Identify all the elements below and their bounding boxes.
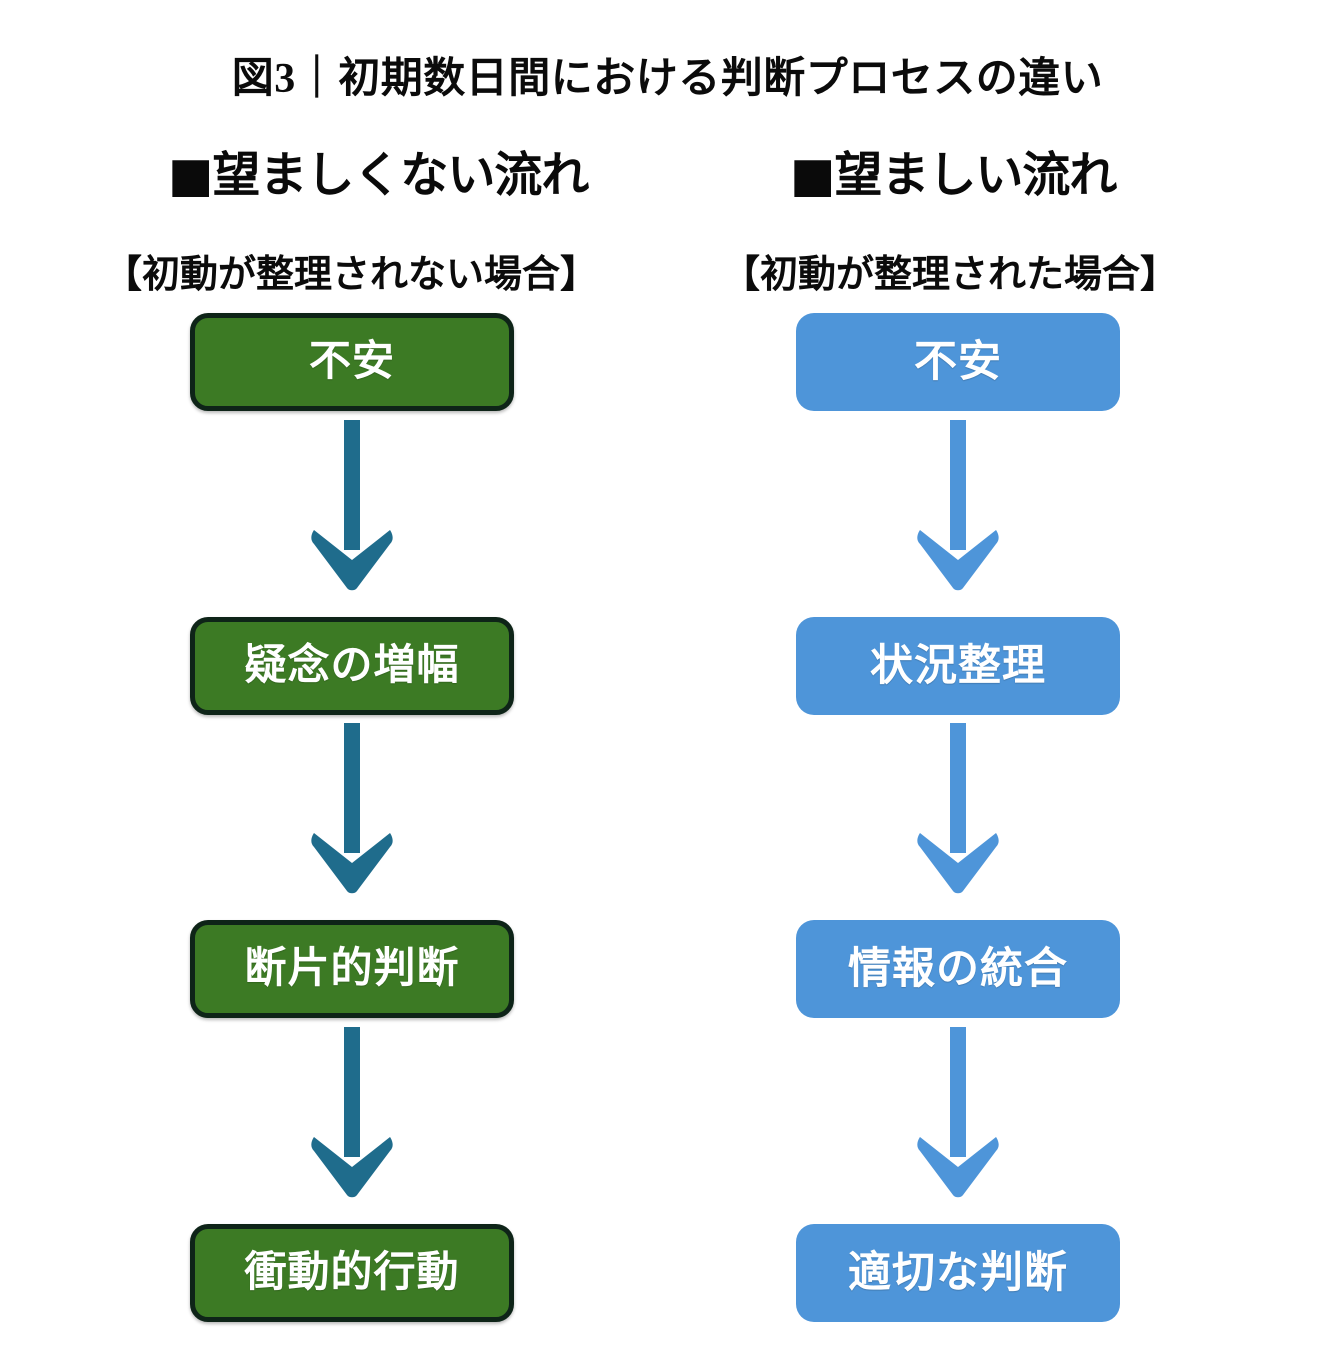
flow-node-label: 不安 bbox=[914, 338, 1002, 386]
flow-node-label: 断片的判断 bbox=[244, 946, 460, 992]
flow-node-desirable-4: 適切な判断 bbox=[796, 1224, 1120, 1322]
down-arrow-icon bbox=[917, 723, 999, 894]
flow-node-label: 疑念の増幅 bbox=[244, 643, 460, 689]
figure-title: 図3｜初期数日間における判断プロセスの違い bbox=[231, 56, 1104, 102]
down-arrow-icon bbox=[311, 723, 393, 894]
flow-node-label: 適切な判断 bbox=[848, 1249, 1068, 1297]
column-header-desirable: ■望ましい流れ bbox=[790, 147, 1117, 203]
flow-node-desirable-2: 状況整理 bbox=[796, 617, 1120, 715]
flow-node-undesirable-4: 衝動的行動 bbox=[190, 1224, 514, 1322]
column-subtitle-undesirable: 【初動が整理されない場合】 bbox=[104, 254, 599, 296]
flow-node-undesirable-3: 断片的判断 bbox=[190, 920, 514, 1018]
flow-node-desirable-1: 不安 bbox=[796, 313, 1120, 411]
flow-node-label: 状況整理 bbox=[870, 642, 1046, 690]
down-arrow-icon bbox=[917, 1027, 999, 1198]
column-header-undesirable: ■望ましくない流れ bbox=[168, 147, 589, 203]
flow-node-label: 情報の統合 bbox=[848, 945, 1068, 993]
flow-node-desirable-3: 情報の統合 bbox=[796, 920, 1120, 1018]
flow-node-label: 不安 bbox=[308, 339, 395, 385]
flow-node-undesirable-2: 疑念の増幅 bbox=[190, 617, 514, 715]
down-arrow-icon bbox=[917, 420, 999, 591]
flow-node-label: 衝動的行動 bbox=[244, 1250, 460, 1296]
flow-node-undesirable-1: 不安 bbox=[190, 313, 514, 411]
down-arrow-icon bbox=[311, 1027, 393, 1198]
column-subtitle-desirable: 【初動が整理された場合】 bbox=[722, 254, 1179, 296]
down-arrow-icon bbox=[311, 420, 393, 591]
